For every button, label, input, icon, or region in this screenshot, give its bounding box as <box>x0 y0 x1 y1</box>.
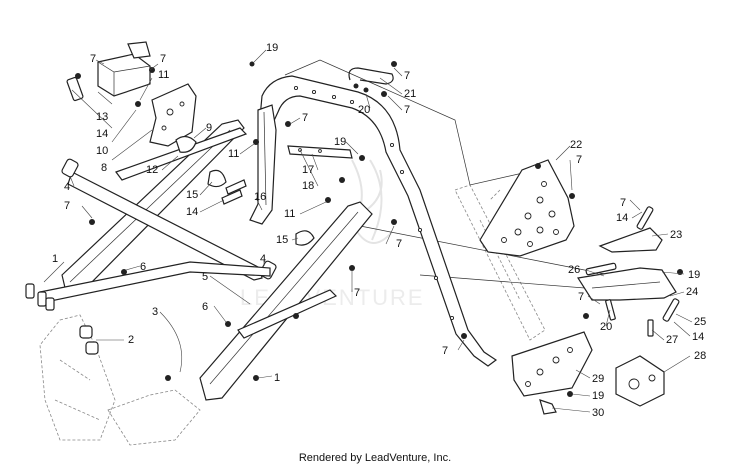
callout-9: 9 <box>206 122 212 134</box>
bolts-20-27 <box>605 299 654 337</box>
bracket-assembly-24 <box>577 262 677 301</box>
callout-22: 22 <box>570 139 582 151</box>
hook-21 <box>348 67 394 85</box>
callout-11: 11 <box>228 148 239 160</box>
clamp-9 <box>175 135 197 153</box>
callout-7: 7 <box>90 53 96 65</box>
callout-7: 7 <box>404 104 410 116</box>
bracket-17 <box>287 145 353 159</box>
callout-18: 18 <box>302 180 314 192</box>
callout-28: 28 <box>694 350 706 362</box>
clamp-15-upper <box>207 169 247 205</box>
background-chassis <box>39 184 546 446</box>
callout-1: 1 <box>274 372 280 384</box>
callout-13: 13 <box>96 111 108 123</box>
lower-mount-30 <box>539 399 557 415</box>
callout-25: 25 <box>694 316 706 328</box>
callout-19: 19 <box>592 390 604 402</box>
callout-17: 17 <box>302 164 314 176</box>
callout-7: 7 <box>354 287 360 299</box>
callout-14: 14 <box>616 212 628 224</box>
callout-12: 12 <box>146 164 158 176</box>
callout-19: 19 <box>688 269 700 281</box>
leader-lines <box>43 49 693 413</box>
callout-14: 14 <box>186 206 198 218</box>
left-side-tube <box>249 104 277 225</box>
lower-channel-right <box>199 201 373 401</box>
callout-3: 3 <box>152 306 158 318</box>
switch-box-13 <box>66 41 151 102</box>
callout-6: 6 <box>202 301 208 313</box>
callout-14: 14 <box>96 128 108 140</box>
callout-6: 6 <box>140 261 146 273</box>
rendered-by-credit: Rendered by LeadVenture, Inc. <box>298 452 452 464</box>
callout-27: 27 <box>666 334 678 346</box>
lower-plate-29 <box>511 331 593 397</box>
caps-2 <box>79 325 99 355</box>
callout-7: 7 <box>396 238 402 250</box>
mounting-plate-22 <box>479 159 575 257</box>
callout-16: 16 <box>254 191 266 203</box>
callout-1: 1 <box>52 253 58 265</box>
clamp-15-lower <box>295 230 315 246</box>
callout-10: 10 <box>96 145 108 157</box>
callout-15: 15 <box>276 234 288 246</box>
callout-23: 23 <box>670 229 682 241</box>
callout-20: 20 <box>358 104 370 116</box>
callout-7: 7 <box>64 200 70 212</box>
horizontal-tube-4 <box>61 158 277 281</box>
callout-7: 7 <box>160 53 166 65</box>
pins-14-25 <box>636 206 680 322</box>
callout-29: 29 <box>592 373 604 385</box>
callout-24: 24 <box>686 286 698 298</box>
callout-2: 2 <box>128 334 134 346</box>
callout-7: 7 <box>620 197 626 209</box>
callout-20: 20 <box>600 321 612 333</box>
callout-7: 7 <box>442 345 448 357</box>
callout-7: 7 <box>302 112 308 124</box>
callout-11: 11 <box>158 69 169 81</box>
hoop-holes <box>293 85 455 321</box>
switch-assembly-28 <box>615 355 665 407</box>
callout-7: 7 <box>578 291 584 303</box>
callout-11: 11 <box>284 208 295 220</box>
hardware-fasteners <box>75 61 683 397</box>
routing-lines <box>284 59 611 291</box>
callout-4: 4 <box>64 181 70 193</box>
callout-labels: 7 7 11 13 14 10 8 9 12 19 7 11 15 14 16 … <box>52 42 706 419</box>
callout-4: 4 <box>260 253 266 265</box>
callout-8: 8 <box>101 162 107 174</box>
callout-26: 26 <box>568 264 580 276</box>
callout-19: 19 <box>334 136 346 148</box>
end-plugs-1 <box>25 283 55 311</box>
cross-bar-8 <box>115 127 248 181</box>
callout-14: 14 <box>692 331 704 343</box>
callout-7: 7 <box>576 154 582 166</box>
triangle-bracket-23 <box>598 227 663 253</box>
callout-21: 21 <box>404 88 416 100</box>
main-hoop-tube <box>259 75 498 367</box>
callout-15: 15 <box>186 189 198 201</box>
callout-30: 30 <box>592 407 604 419</box>
plate-22-holes <box>501 181 559 247</box>
callout-5: 5 <box>202 271 208 283</box>
callout-7: 7 <box>404 70 410 82</box>
callout-19: 19 <box>266 42 278 54</box>
